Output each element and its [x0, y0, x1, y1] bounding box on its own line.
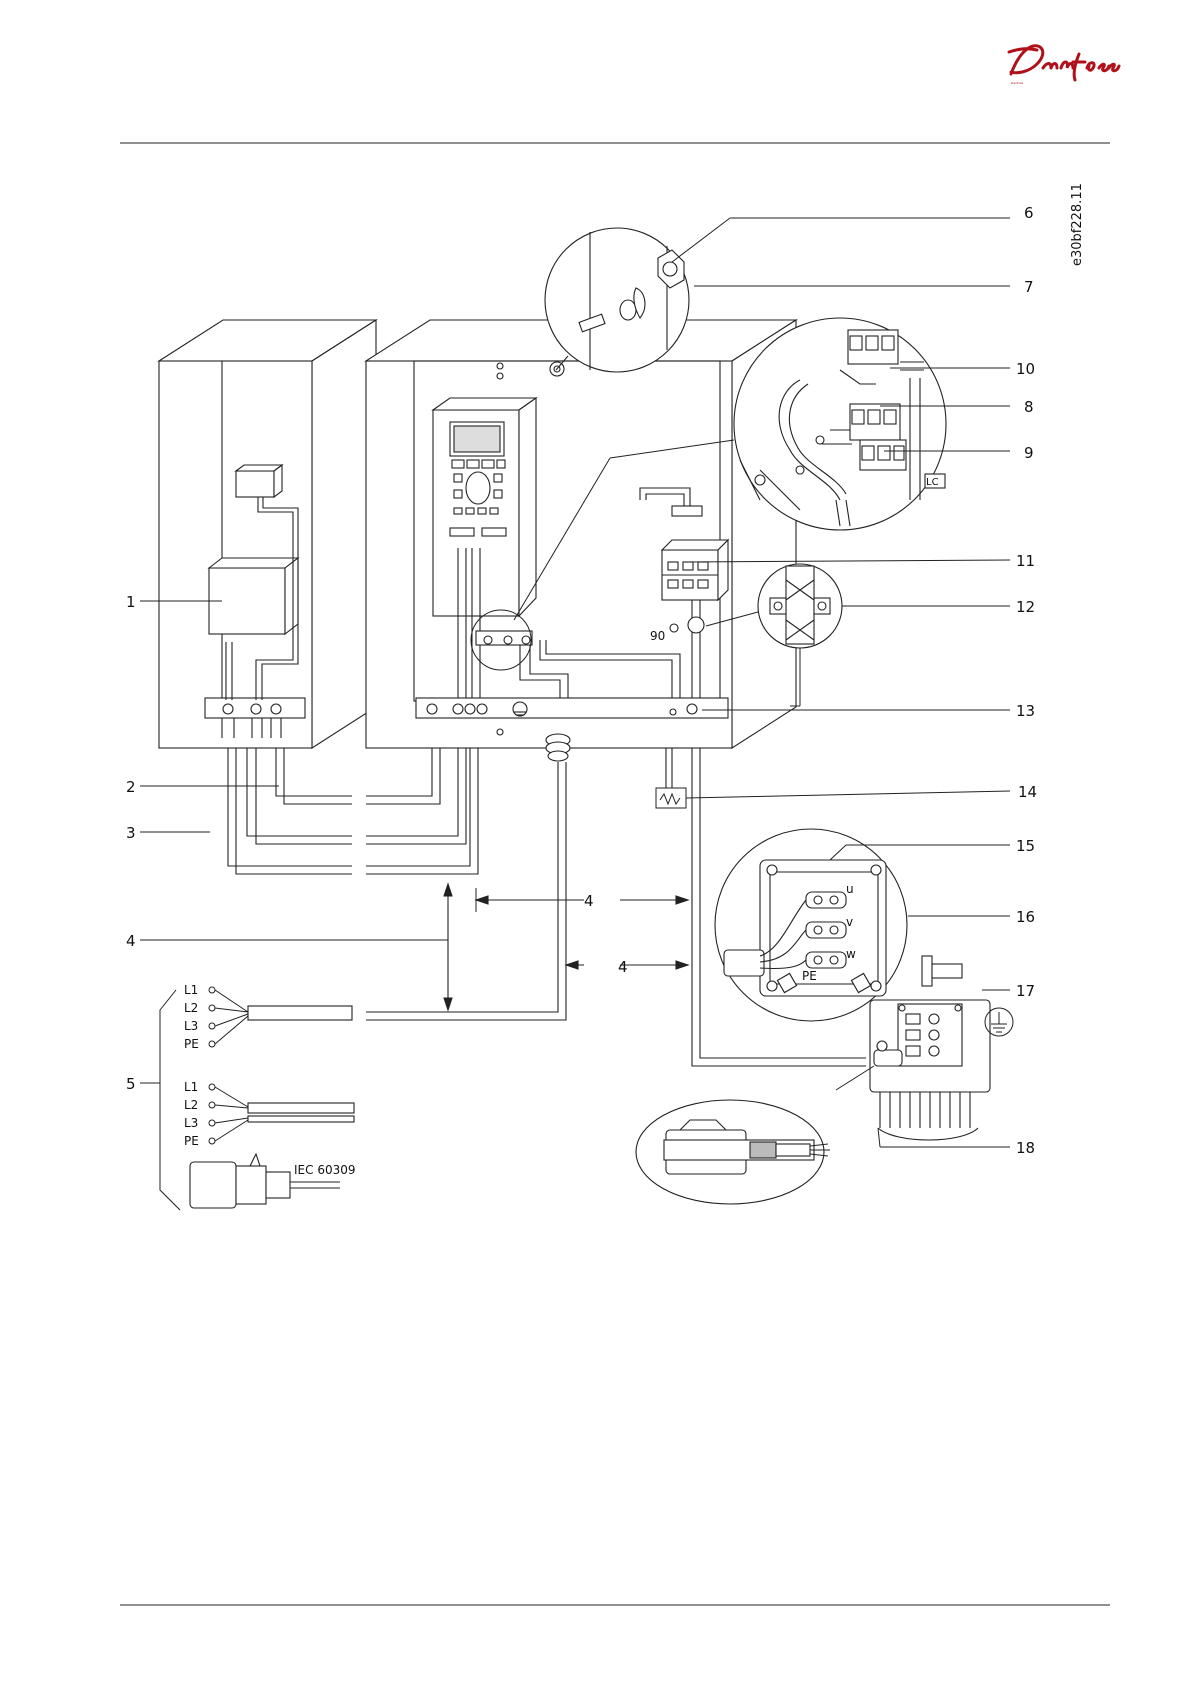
callout-2: 2	[126, 778, 136, 796]
callout-4-b: 4	[618, 958, 628, 976]
callout-15: 15	[1016, 837, 1035, 855]
callout-10: 10	[1016, 360, 1035, 378]
callout-14: 14	[1018, 783, 1037, 801]
callout-3: 3	[126, 824, 136, 842]
callout-17: 17	[1016, 982, 1035, 1000]
callout-8: 8	[1024, 398, 1034, 416]
lc-label: LC	[926, 477, 939, 488]
right-cabinet	[366, 320, 796, 761]
detail-clamp	[758, 564, 842, 648]
callout-9: 9	[1024, 444, 1034, 462]
mains-lead-points	[209, 987, 248, 1144]
callout-4-c: 4	[126, 932, 136, 950]
brake-resistor	[656, 788, 686, 808]
callout-13: 13	[1016, 702, 1035, 720]
callout-12: 12	[1016, 598, 1035, 616]
left-cabinet	[159, 320, 376, 748]
mains-label-l1: L1	[184, 983, 198, 997]
motor-terminal-u: u	[846, 882, 854, 896]
mains-label-l3-b: L3	[184, 1116, 198, 1130]
callout-5: 5	[126, 1075, 136, 1093]
mains-label-l2-b: L2	[184, 1098, 198, 1112]
mains-bracket	[160, 990, 180, 1210]
motor-terminal-pe: PE	[802, 969, 817, 983]
mains-label-pe-b: PE	[184, 1134, 199, 1148]
callout-6: 6	[1024, 204, 1034, 222]
callout-16: 16	[1016, 908, 1035, 926]
detail-motor-box	[715, 829, 907, 1021]
mains-label-l3: L3	[184, 1019, 198, 1033]
motor-terminal-v: v	[846, 915, 853, 929]
angle-label: 90	[650, 629, 665, 643]
detail-cable-shield	[636, 1100, 830, 1204]
callout-1: 1	[126, 593, 136, 611]
detail-terminals	[734, 318, 946, 530]
callout-18: 18	[1016, 1139, 1035, 1157]
doc-code: e30bf228.11	[1070, 183, 1085, 266]
mains-label-l2: L2	[184, 1001, 198, 1015]
detail-bolt	[545, 228, 689, 372]
motor	[870, 956, 990, 1140]
callout-4-a: 4	[584, 892, 594, 910]
callout-7: 7	[1024, 278, 1034, 296]
mains-cable-stub	[248, 1006, 354, 1122]
callout-11: 11	[1016, 552, 1035, 570]
plug-standard-label: IEC 60309	[294, 1163, 356, 1177]
mains-label-pe: PE	[184, 1037, 199, 1051]
mains-label-l1-b: L1	[184, 1080, 198, 1094]
motor-terminal-w: w	[846, 947, 856, 961]
